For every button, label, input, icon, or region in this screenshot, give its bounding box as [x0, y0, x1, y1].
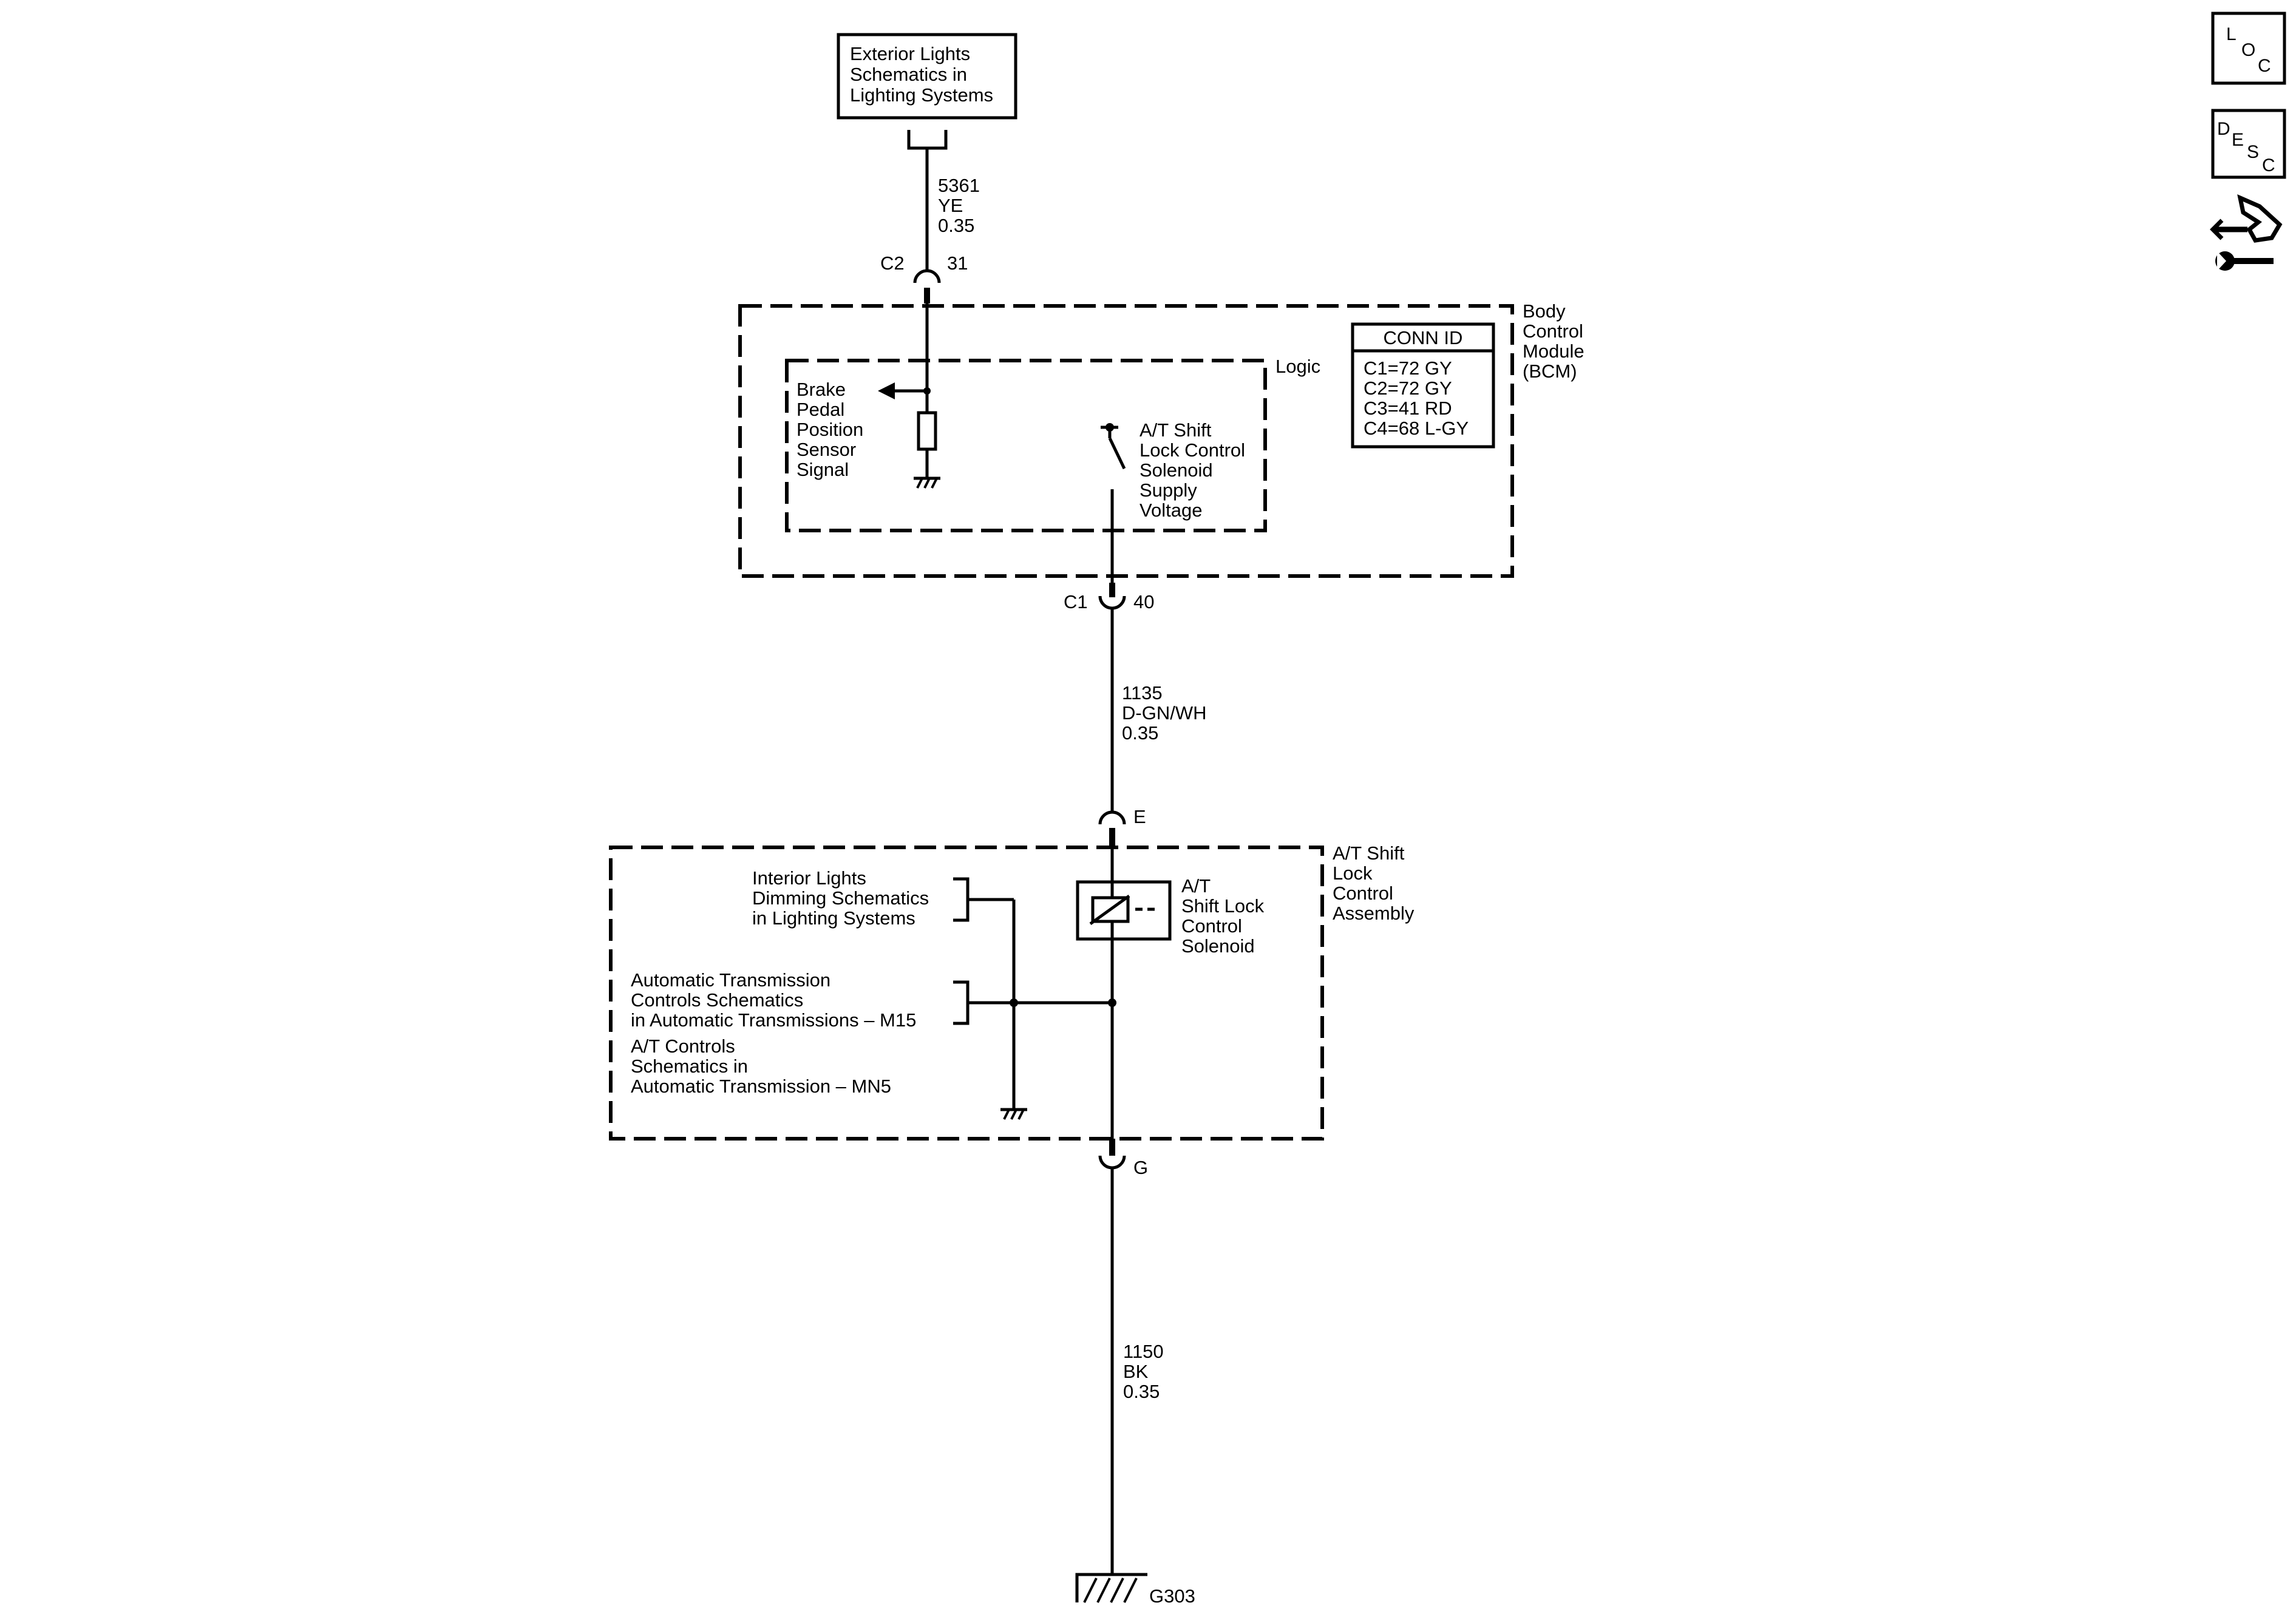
supply-voltage-label: A/T Shift Lock Control Solenoid Supply V…: [1140, 419, 1245, 521]
shift-lock-assembly-box: [609, 846, 1324, 1141]
exterior-lights-line-1: Exterior Lights: [850, 43, 970, 64]
svg-text:Supply: Supply: [1140, 480, 1197, 501]
svg-text:S: S: [2247, 142, 2259, 162]
wire-5361-color: YE: [938, 195, 963, 216]
connector-c1-pin: 40: [1133, 591, 1154, 612]
connector-g-pin: G: [1133, 1157, 1148, 1178]
exterior-lights-line-2: Schematics in: [850, 64, 967, 85]
exterior-lights-reference[interactable]: Exterior Lights Schematics in Lighting S…: [837, 33, 1017, 120]
svg-text:Lock: Lock: [1333, 863, 1373, 884]
wire-1150-color: BK: [1123, 1361, 1149, 1382]
chassis-ground-icon[interactable]: [1075, 1573, 1147, 1603]
svg-text:Schematics in: Schematics in: [631, 1056, 748, 1077]
connector-e-icon: [1098, 810, 1126, 849]
wire-5361-label: 5361 YE 0.35: [938, 175, 980, 236]
connector-c2-icon: [913, 269, 941, 303]
svg-text:Module: Module: [1523, 341, 1584, 362]
wire-1135-gauge: 0.35: [1122, 722, 1158, 744]
resistor-icon: [917, 411, 937, 451]
wire-1135-label: 1135 D-GN/WH 0.35: [1122, 682, 1206, 744]
internal-ground-icon: [1000, 1108, 1027, 1120]
svg-text:Body: Body: [1523, 300, 1566, 322]
svg-text:E: E: [2232, 130, 2244, 150]
connector-c1-icon: [1098, 583, 1126, 610]
svg-text:Pedal: Pedal: [796, 399, 844, 420]
conn-id-title: CONN ID: [1384, 327, 1463, 348]
svg-text:Shift Lock: Shift Lock: [1181, 895, 1265, 917]
ground-icon: [914, 476, 940, 489]
solenoid-label: A/T Shift Lock Control Solenoid: [1181, 875, 1265, 957]
solenoid-icon: [1076, 849, 1172, 1141]
svg-text:in Automatic Transmissions – M: in Automatic Transmissions – M15: [631, 1009, 916, 1031]
connector-e-pin: E: [1133, 806, 1146, 827]
svg-text:in Lighting Systems: in Lighting Systems: [752, 907, 915, 929]
svg-text:Dimming Schematics: Dimming Schematics: [752, 887, 929, 909]
logic-label: Logic: [1275, 356, 1320, 377]
svg-text:Solenoid: Solenoid: [1181, 935, 1255, 957]
wire-1150-label: 1150 BK 0.35: [1123, 1341, 1164, 1402]
exterior-lights-line-3: Lighting Systems: [850, 84, 993, 106]
svg-text:Signal: Signal: [796, 459, 849, 480]
internal-ground-bus: [968, 900, 1116, 1110]
svg-text:Position: Position: [796, 419, 863, 440]
wire-1150-circuit: 1150: [1123, 1341, 1164, 1362]
connector-g-icon: [1098, 1139, 1126, 1170]
conn-id-row-c4: C4=68 L-GY: [1364, 418, 1469, 439]
logic-box: [785, 359, 1267, 532]
svg-text:Assembly: Assembly: [1333, 903, 1415, 924]
connector-c2-name: C2: [880, 253, 905, 274]
svg-text:Control: Control: [1181, 915, 1242, 937]
brake-sensor-circuit: [878, 303, 940, 489]
svg-text:O: O: [2241, 40, 2255, 60]
bcm-box: [738, 304, 1514, 578]
conn-id-table: CONN ID C1=72 GY C2=72 GY C3=41 RD C4=68…: [1351, 322, 1495, 449]
bcm-label: Body Control Module (BCM): [1523, 300, 1584, 382]
at-controls-reference[interactable]: A/T Controls Schematics in Automatic Tra…: [631, 1036, 891, 1097]
svg-text:Voltage: Voltage: [1140, 500, 1202, 521]
svg-text:Automatic Transmission – MN5: Automatic Transmission – MN5: [631, 1076, 891, 1097]
harness-bracket-icon: [907, 130, 948, 150]
wire-1135-color: D-GN/WH: [1122, 702, 1206, 724]
auto-trans-reference[interactable]: Automatic Transmission Controls Schemati…: [631, 969, 970, 1031]
connector-c1-name: C1: [1064, 591, 1088, 612]
connector-tool-icon[interactable]: [2210, 194, 2283, 271]
svg-text:Lock Control: Lock Control: [1140, 439, 1245, 461]
svg-text:A/T Shift: A/T Shift: [1140, 419, 1212, 441]
svg-text:L: L: [2226, 24, 2237, 44]
svg-text:A/T Shift: A/T Shift: [1333, 842, 1405, 864]
svg-text:Automatic Transmission: Automatic Transmission: [631, 969, 830, 991]
supply-switch-icon: [1101, 423, 1126, 583]
desc-button[interactable]: D E S C: [2211, 109, 2286, 179]
wire-5361-gauge: 0.35: [938, 215, 974, 236]
svg-text:C: C: [2262, 155, 2275, 175]
connector-c2-pin: 31: [947, 253, 968, 274]
svg-text:A/T Controls: A/T Controls: [631, 1036, 735, 1057]
svg-text:Controls Schematics: Controls Schematics: [631, 989, 803, 1011]
svg-text:(BCM): (BCM): [1523, 361, 1577, 382]
svg-text:Solenoid: Solenoid: [1140, 459, 1213, 481]
conn-id-row-c2: C2=72 GY: [1364, 378, 1452, 399]
svg-text:C: C: [2258, 56, 2271, 76]
svg-text:Interior Lights: Interior Lights: [752, 867, 866, 889]
svg-text:Control: Control: [1333, 883, 1393, 904]
wire-1150-gauge: 0.35: [1123, 1381, 1160, 1402]
svg-text:D: D: [2217, 119, 2230, 139]
brake-sensor-label: Brake Pedal Position Sensor Signal: [796, 379, 863, 480]
wire-5361-circuit: 5361: [938, 175, 980, 196]
signal-arrow-icon: [878, 382, 895, 399]
shift-lock-assembly-label: A/T Shift Lock Control Assembly: [1333, 842, 1415, 924]
svg-text:Brake: Brake: [796, 379, 846, 400]
interior-lights-reference[interactable]: Interior Lights Dimming Schematics in Li…: [752, 867, 1014, 929]
loc-button[interactable]: L O C: [2211, 12, 2286, 85]
conn-id-row-c1: C1=72 GY: [1364, 358, 1452, 379]
svg-text:A/T: A/T: [1181, 875, 1211, 897]
ground-g303-label: G303: [1149, 1585, 1195, 1607]
svg-text:Sensor: Sensor: [796, 439, 856, 460]
svg-text:Control: Control: [1523, 320, 1583, 342]
wire-1135-circuit: 1135: [1122, 682, 1163, 703]
conn-id-row-c3: C3=41 RD: [1364, 398, 1452, 419]
